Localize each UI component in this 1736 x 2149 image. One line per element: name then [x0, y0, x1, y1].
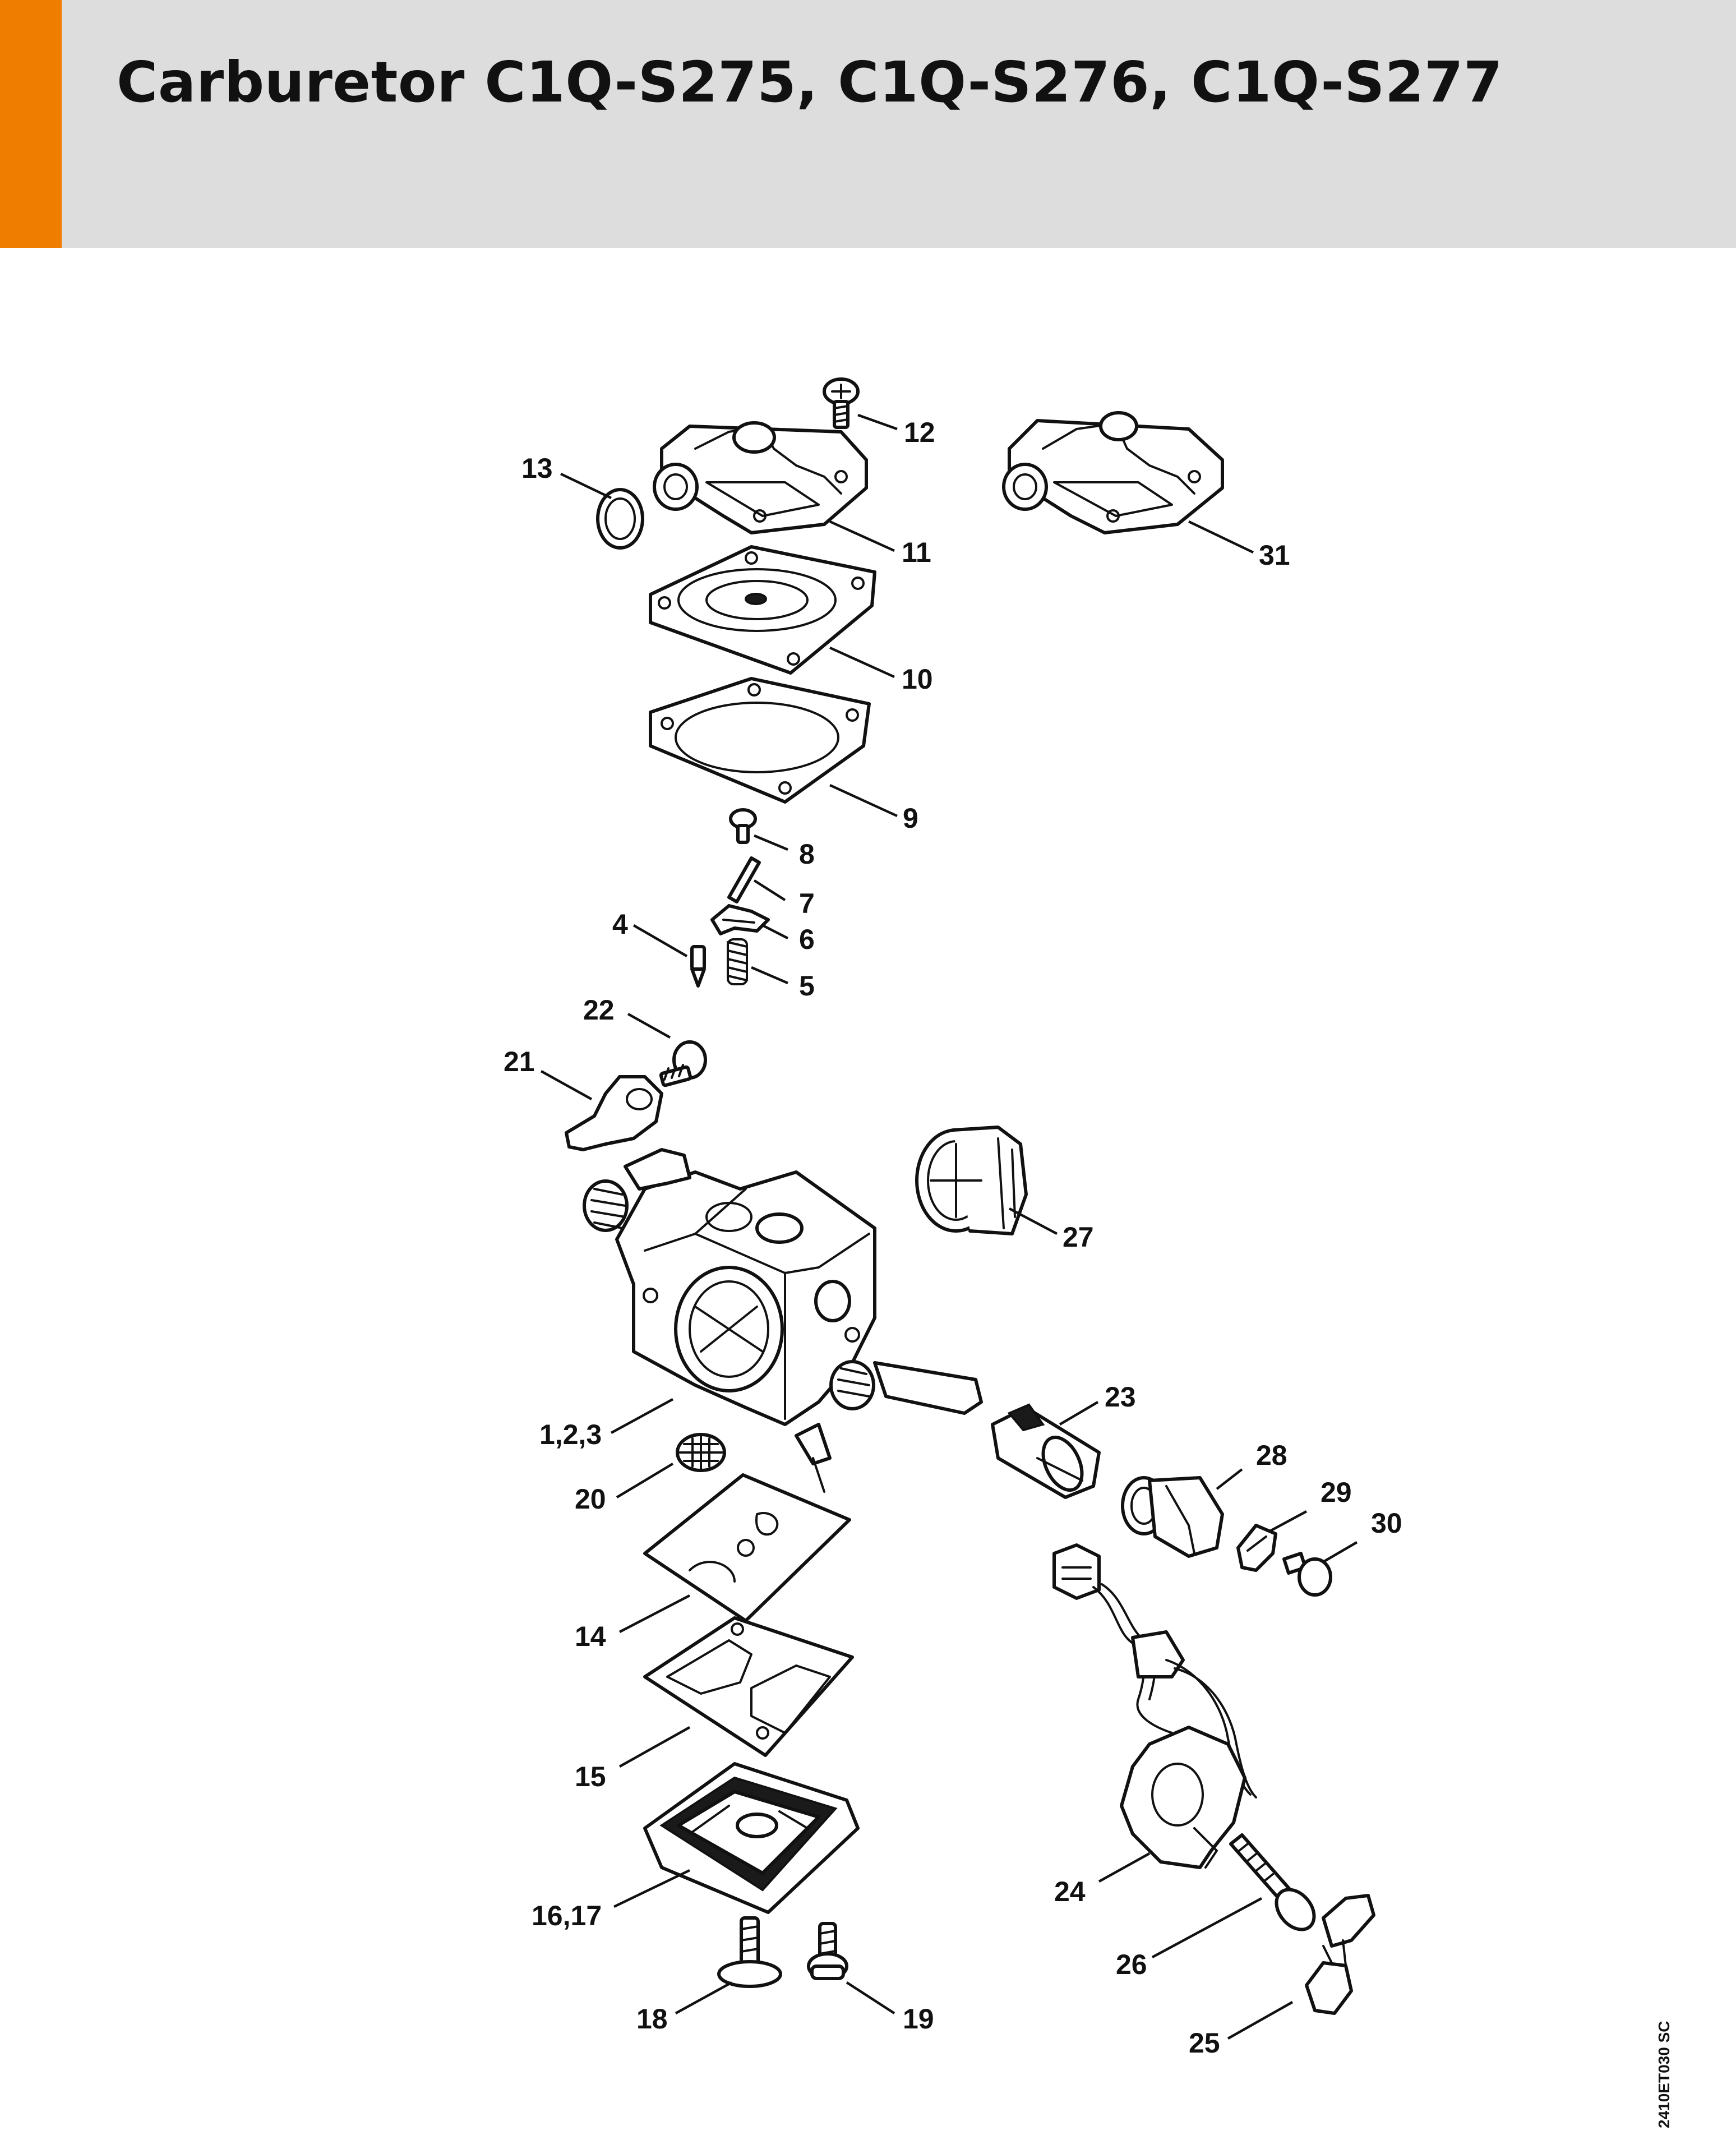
- callout-5: 5: [799, 970, 815, 1002]
- callout-23: 23: [1105, 1381, 1136, 1413]
- callout-4: 4: [612, 909, 628, 940]
- leader-1-2-3: [610, 1398, 674, 1434]
- part-4-inlet-needle: [690, 945, 706, 988]
- drawing-code: 2410ET030 SC: [1655, 2021, 1673, 2128]
- callout-13: 13: [521, 453, 553, 484]
- callout-31: 31: [1259, 539, 1290, 571]
- leader-20: [616, 1463, 674, 1498]
- leader-18: [675, 1981, 733, 2014]
- leader-5: [751, 966, 788, 985]
- leader-8: [754, 834, 788, 851]
- part-9-gasket: [649, 677, 871, 804]
- part-6-control-lever: [710, 904, 770, 935]
- callout-19: 19: [903, 2003, 934, 2035]
- leader-6: [761, 924, 789, 940]
- callout-11: 11: [902, 537, 931, 568]
- part-1-2-3-carburetor-body: [583, 1148, 983, 1493]
- leader-25: [1227, 2001, 1294, 2040]
- leader-15: [618, 1726, 691, 1768]
- callout-16-17: 16,17: [532, 1900, 602, 1931]
- leader-7: [753, 879, 786, 901]
- callout-14: 14: [575, 1621, 606, 1652]
- part-20-strainer: [676, 1433, 726, 1472]
- accent-bar: [0, 0, 62, 248]
- leader-lines: [540, 413, 1358, 2040]
- part-14-gasket: [643, 1473, 851, 1622]
- leader-19: [846, 1981, 895, 2014]
- callout-15: 15: [575, 1761, 606, 1792]
- callout-30: 30: [1371, 1507, 1402, 1539]
- callout-18: 18: [636, 2003, 668, 2035]
- part-22-screw: [659, 1040, 707, 1087]
- part-19-screw: [807, 1922, 848, 1980]
- part-25-terminal: [1305, 1894, 1375, 2015]
- part-13-o-ring: [596, 488, 644, 550]
- part-29-clip: [1236, 1524, 1277, 1572]
- leader-10: [829, 646, 895, 679]
- part-28-fitting: [1121, 1476, 1224, 1558]
- callout-7: 7: [799, 888, 815, 919]
- callout-29: 29: [1321, 1477, 1352, 1508]
- leader-24: [1098, 1852, 1151, 1883]
- part-8-screw: [729, 808, 757, 844]
- part-5-spring: [727, 938, 748, 985]
- page-title: Carburetor C1Q-S275, C1Q-S276, C1Q-S277: [117, 49, 1503, 115]
- callout-6: 6: [799, 924, 815, 955]
- leader-22: [627, 1013, 671, 1039]
- part-11-pump-cover: [653, 421, 868, 534]
- header-band: [0, 0, 1736, 248]
- callout-27: 27: [1063, 1221, 1094, 1253]
- leader-14: [618, 1594, 691, 1633]
- part-21-lever: [565, 1075, 663, 1151]
- part-10-pump-diaphragm: [649, 545, 876, 675]
- part-27-venturi: [915, 1126, 1028, 1235]
- leader-30: [1322, 1541, 1358, 1563]
- leader-29: [1269, 1510, 1308, 1532]
- part-16-17-end-cover: [643, 1762, 860, 1914]
- part-30-screw: [1282, 1552, 1332, 1597]
- leader-23: [1059, 1401, 1099, 1426]
- leader-11: [829, 520, 895, 552]
- callout-20: 20: [575, 1483, 606, 1515]
- leader-28: [1216, 1468, 1243, 1490]
- leader-21: [540, 1070, 593, 1100]
- leader-4: [632, 924, 688, 957]
- callout-28: 28: [1256, 1440, 1287, 1471]
- callout-24: 24: [1054, 1876, 1086, 1907]
- leader-13: [560, 472, 612, 500]
- leader-31: [1188, 520, 1254, 554]
- callout-9: 9: [903, 803, 918, 834]
- callout-labels: 12 13 11 31 10 9 8 7 6 5 4 22 21 27 1,2,…: [504, 417, 1402, 2059]
- part-7-spindle: [727, 856, 761, 903]
- callout-22: 22: [583, 994, 615, 1026]
- part-12-screw: [823, 377, 860, 429]
- part-31-pump-cover: [1002, 411, 1224, 534]
- callout-26: 26: [1116, 1949, 1147, 1980]
- part-24-solenoid-cable: [1052, 1543, 1257, 1869]
- callout-10: 10: [902, 663, 933, 695]
- leader-26: [1151, 1897, 1263, 1958]
- leader-9: [829, 783, 898, 818]
- leader-12: [857, 413, 898, 431]
- callout-21: 21: [504, 1046, 535, 1077]
- callout-8: 8: [799, 838, 815, 870]
- leader-27: [1008, 1207, 1058, 1235]
- part-23-sleeve: [991, 1403, 1101, 1499]
- callout-1-2-3: 1,2,3: [539, 1419, 602, 1450]
- callout-25: 25: [1189, 2027, 1220, 2059]
- callout-12: 12: [904, 417, 935, 448]
- part-15-gasket: [643, 1616, 854, 1757]
- part-18-screw: [717, 1916, 782, 1988]
- leader-16-17: [613, 1869, 690, 1908]
- part-26-screw: [1229, 1833, 1316, 1931]
